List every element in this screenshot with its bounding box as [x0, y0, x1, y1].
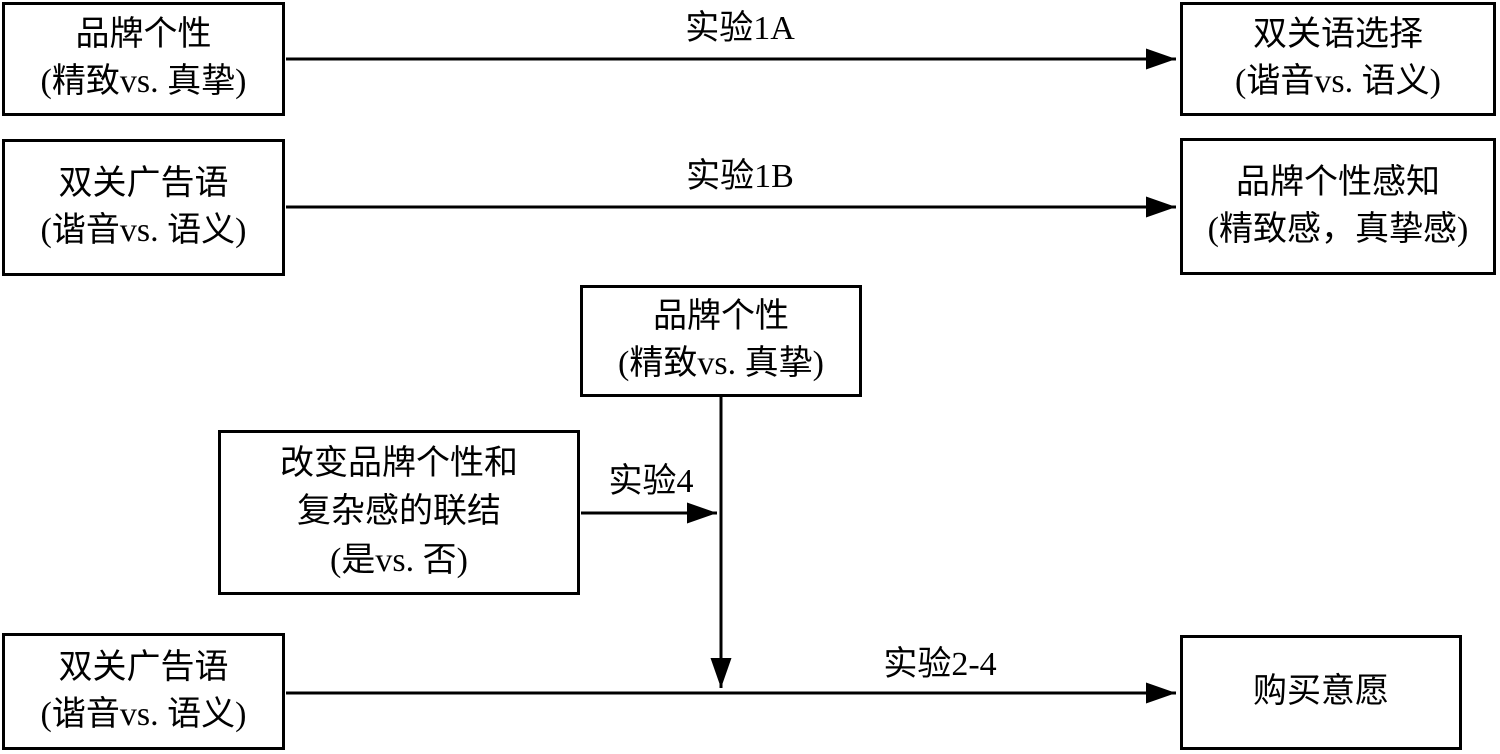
box-text-line: 品牌个性	[75, 16, 212, 54]
box-text-line: 复杂感的联结	[297, 493, 501, 531]
box-purchase-intention: 购买意愿	[1180, 635, 1462, 750]
box-text-line: 双关广告语	[58, 164, 229, 202]
box-text-line: (谐音vs. 语义)	[1235, 63, 1441, 100]
box-text-line: 品牌个性	[653, 298, 789, 336]
box-brand-personality-perception: 品牌个性感知 (精致感，真挚感)	[1180, 138, 1496, 275]
box-pun-slogan-1b: 双关广告语 (谐音vs. 语义)	[2, 139, 285, 276]
box-text-line: 改变品牌个性和	[280, 445, 518, 483]
box-text-line: (精致感，真挚感)	[1207, 210, 1469, 248]
label-exp2-4: 实验2-4	[883, 646, 997, 683]
box-brand-personality-center: 品牌个性 (精致vs. 真挚)	[580, 285, 862, 397]
box-text-line: 双关语选择	[1253, 16, 1423, 54]
label-exp1b: 实验1B	[686, 158, 794, 195]
box-brand-personality-top: 品牌个性 (精致vs. 真挚)	[2, 2, 285, 116]
box-text-line: (谐音vs. 语义)	[40, 211, 247, 249]
box-text-line: (是vs. 否)	[330, 541, 468, 579]
box-text-line: (精致vs. 真挚)	[40, 63, 247, 100]
box-text-line: (谐音vs. 语义)	[40, 695, 247, 733]
label-exp4: 实验4	[608, 463, 694, 500]
box-text-line: 品牌个性感知	[1236, 163, 1440, 201]
box-moderator-association: 改变品牌个性和 复杂感的联结 (是vs. 否)	[218, 430, 580, 595]
box-text-line: 购买意愿	[1253, 673, 1389, 711]
box-text-line: 双关广告语	[58, 648, 229, 686]
box-text-line: (精致vs. 真挚)	[618, 345, 824, 382]
box-pun-choice: 双关语选择 (谐音vs. 语义)	[1180, 2, 1496, 116]
box-pun-slogan-purchase: 双关广告语 (谐音vs. 语义)	[2, 633, 285, 750]
label-exp1a: 实验1A	[685, 10, 795, 47]
